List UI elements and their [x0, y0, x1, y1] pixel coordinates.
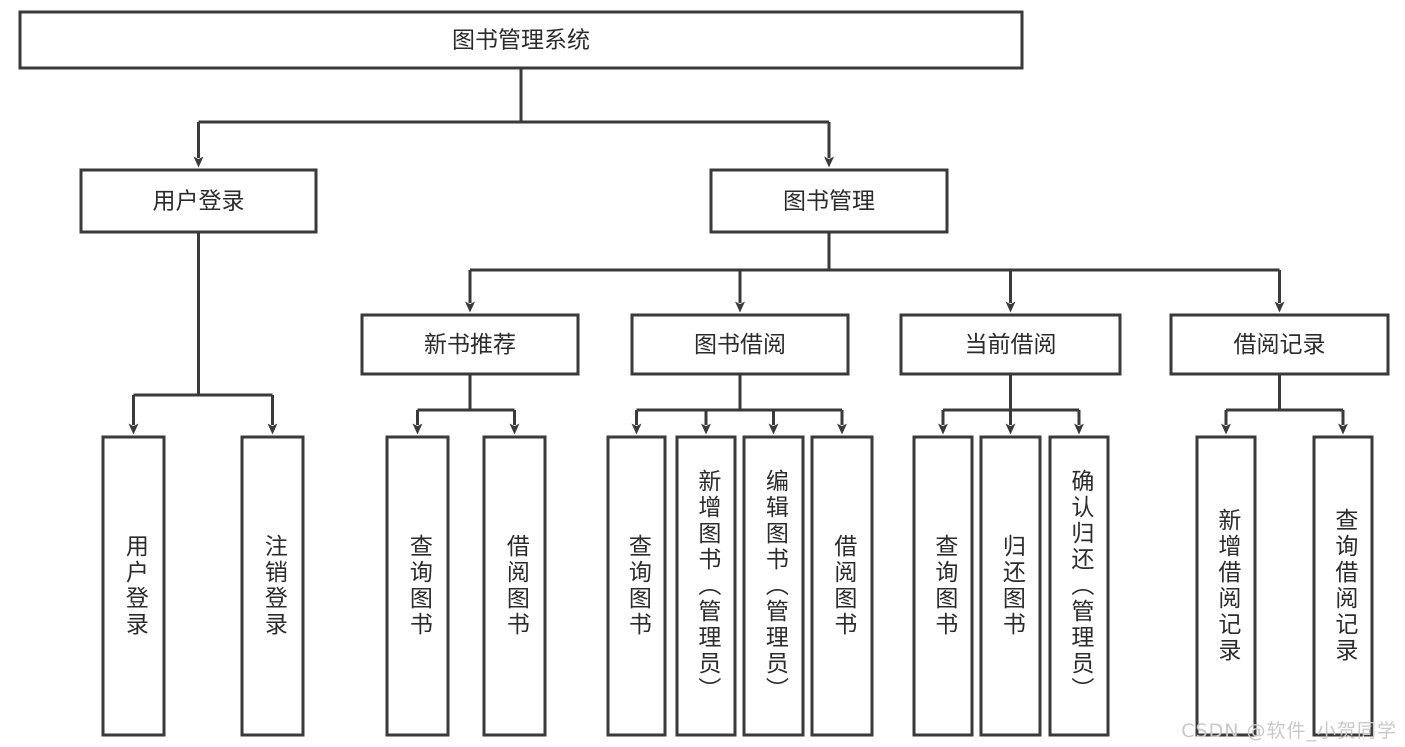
edges-layer [128, 68, 1348, 435]
node-box-leaf-query-book-borrow[interactable] [606, 435, 667, 737]
edge-group-root [193, 68, 834, 168]
node-label-book-management: 图书管理 [783, 189, 875, 215]
watermark-text: CSDN @软件_小贺同学 [1181, 720, 1397, 742]
node-label-book-borrow: 图书借阅 [694, 332, 786, 358]
node-box-leaf-user-login[interactable] [101, 435, 166, 737]
edge-group-current-borrow [938, 374, 1084, 435]
node-box-leaf-confirm-return-admin[interactable] [1048, 435, 1110, 737]
edge-group-user-login [128, 232, 278, 435]
node-box-book-borrow[interactable] [630, 313, 850, 376]
node-label-user-login: 用户登录 [153, 189, 245, 215]
edge-group-book-management [465, 232, 1285, 313]
node-label-current-borrow: 当前借阅 [965, 332, 1057, 358]
node-box-leaf-add-book-admin[interactable] [675, 435, 737, 737]
edge-group-new-book-recommend [412, 374, 520, 435]
node-box-leaf-logout-login[interactable] [240, 435, 305, 737]
node-box-leaf-query-book-current[interactable] [912, 435, 974, 737]
node-box-leaf-query-borrow-record[interactable] [1312, 435, 1374, 737]
node-box-leaf-return-book[interactable] [979, 435, 1042, 737]
node-box-leaf-borrow-book-recommend[interactable] [482, 435, 547, 737]
node-box-leaf-query-book-recommend[interactable] [385, 435, 450, 737]
node-label-root: 图书管理系统 [452, 28, 590, 54]
node-box-book-management[interactable] [709, 168, 949, 234]
node-box-leaf-edit-book-admin[interactable] [742, 435, 805, 737]
node-box-new-book-recommend[interactable] [360, 313, 580, 376]
node-box-current-borrow[interactable] [899, 313, 1122, 376]
node-label-new-book-recommend: 新书推荐 [424, 332, 516, 358]
edge-group-book-borrow [631, 374, 847, 435]
node-box-borrow-record[interactable] [1169, 313, 1390, 376]
node-box-leaf-add-borrow-record[interactable] [1195, 435, 1257, 737]
node-label-borrow-record: 借阅记录 [1234, 332, 1326, 358]
node-box-leaf-borrow-book[interactable] [810, 435, 874, 737]
boxes-layer [18, 10, 1390, 737]
edge-group-borrow-record [1221, 374, 1348, 435]
node-box-root[interactable] [18, 10, 1024, 70]
node-box-user-login[interactable] [79, 168, 318, 234]
